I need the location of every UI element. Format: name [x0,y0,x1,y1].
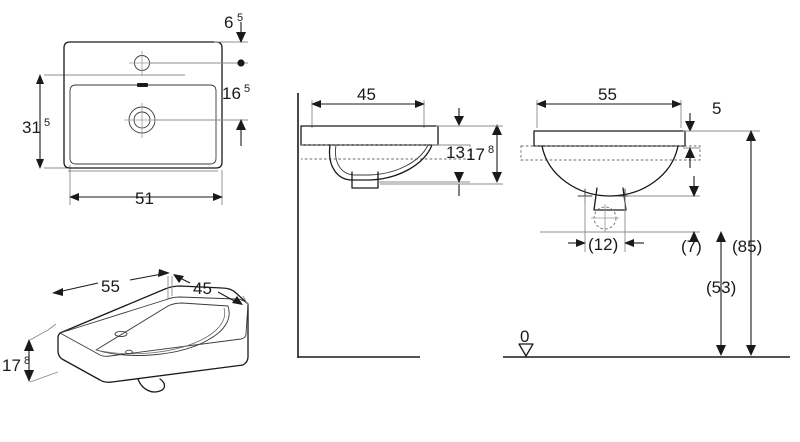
dim-label-side-bowl-depth: 13 [446,143,465,162]
top-view: 6 5 16 5 31 5 51 [22,12,250,208]
dim-label-top-rim-to-taphole: 6 [224,13,233,32]
side-waste-outlet [351,171,379,189]
iso-bowl-recess [95,302,230,356]
dim-label-side-depth: 45 [357,85,376,104]
ext-line-iso-height-bottom [29,371,59,383]
dim-line-iso-width-a [57,282,99,293]
dim-sup-iso-height: 8 [24,355,30,367]
arrow-iso-depth-right [232,296,243,305]
dim-label-iso-height: 17 [2,356,21,375]
arrow-iso-width-left [52,288,63,296]
arrow-side-depth-right [415,100,425,108]
arrow-mounting-height-down [746,345,756,356]
dim-label-front-rim-thickness: 5 [712,99,721,118]
arrow-fixing-spacing-left [576,239,586,247]
arrow-rim-to-taphole [236,32,246,43]
iso-waste-outlet [137,378,166,393]
arrow-front-width-right [672,100,682,108]
arrow-taphole-to-drain [236,119,246,130]
dim-label-front-trap-offset: (7) [681,237,702,256]
iso-tap-hole [114,330,128,338]
dim-label-top-taphole-to-drain: 16 [222,84,241,103]
dim-label-top-width: 51 [135,189,154,208]
front-waste-outlet-block [593,187,627,211]
arrow-iso-width-right [158,269,170,277]
front-bowl-curve [541,145,679,197]
arrow-iso-height-up [24,339,34,351]
dim-sup-top-depth: 5 [44,117,50,129]
dim-label-front-fixing-height: (53) [706,278,736,297]
arrow-front-width-left [536,100,546,108]
arrow-trap-offset-up [689,231,699,242]
drain-hole-marker [124,103,160,138]
arrow-side-height-up [492,124,502,135]
dim-label-top-depth: 31 [22,118,41,137]
dim-label-iso-width: 55 [101,277,120,296]
dim-label-iso-depth: 45 [193,279,212,298]
ext-line-iso-height-top [29,329,49,341]
waste-outlet-circle [591,204,619,232]
arrow-13-top [454,116,464,126]
basin-outer-outline [63,41,223,169]
isometric-view: 55 45 17 8 [2,269,249,393]
arrow-rim-thickness-up [685,147,695,158]
ext-line-iso-depth-right [242,295,249,306]
dim-line-iso-width-b [129,273,163,281]
arrow-rim-thickness-down [685,121,695,132]
floor-datum-marker: 0 [518,327,534,357]
arrow-fixing-spacing-right [624,239,634,247]
front-rim-slab [533,130,686,147]
side-hidden-outline [301,144,471,160]
dim-sup-top-taphole-to-drain: 5 [244,83,250,95]
front-hidden-rect [520,145,701,161]
arrow-iso-depth-left [173,274,184,283]
side-bowl-underside [328,144,433,181]
arrow-side-height-down [492,172,502,183]
arrow-trap-offset-down [689,186,699,197]
dim-label-side-total-height: 17 [466,145,485,164]
arrow-top-depth-down [36,159,44,169]
arrow-13-bottom [454,172,464,183]
iso-overflow [125,349,133,355]
datum-triangle [518,343,534,357]
overflow-slot [137,83,148,87]
arrow-top-width-left [69,193,79,201]
iso-basin-body [57,285,249,383]
iso-bowl-inner-edge [95,307,226,355]
arrow-top-width-right [213,193,223,201]
dim-label-front-width: 55 [598,85,617,104]
arrow-top-depth-up [36,74,44,84]
dim-sup-top-rim-to-taphole: 5 [237,12,243,24]
iso-top-rim-surface [59,296,249,357]
side-bowl-inner-curve [335,144,429,176]
dim-line-iso-depth-b [217,291,237,303]
arrow-fixing-height-down [716,345,726,356]
dim-label-front-mounting-height: (85) [732,237,762,256]
wall-floor-reference [297,93,790,358]
side-section-view: 45 13 17 8 [300,85,503,196]
datum-label: 0 [520,327,529,346]
tap-hole-marker [129,51,155,76]
basin-inner-rim [69,84,217,165]
dim-sup-side-total-height: 8 [488,144,494,156]
ext-line-iso-width-left [47,323,57,331]
arrow-iso-height-down [24,370,34,382]
dot-tap-hole-ref [237,59,245,67]
dim-label-front-fixing-spacing: (12) [588,235,618,254]
front-view: 55 [518,85,762,357]
arrow-side-depth-left [311,100,321,108]
side-rim-slab [300,125,439,146]
